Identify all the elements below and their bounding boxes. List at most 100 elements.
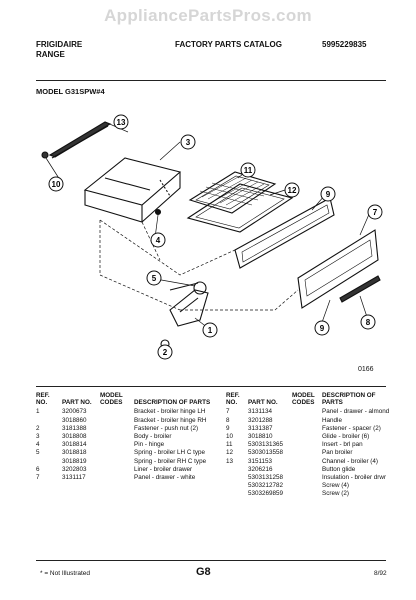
svg-text:9: 9 [326,190,331,199]
part-number-cell: 3131387 [248,424,273,432]
brand-block: FRIGIDAIRE RANGE [36,40,82,60]
description-cell: Pan broiler [322,449,353,457]
ref-cell: 8 [226,416,230,424]
broiler-pan-insert [188,171,277,214]
callout-12: 12 [284,182,300,198]
brand-name: FRIGIDAIRE [36,40,83,49]
callout-4: 4 [150,232,166,248]
broiler-channel [48,121,112,159]
svg-text:10: 10 [52,180,61,189]
description-cell: Bracket - broiler hinge LH [134,408,206,416]
hinge-pin [154,208,162,216]
diagram-code: 0166 [358,366,374,373]
callout-8: 8 [360,314,376,330]
part-number-cell: 3201288 [248,416,273,424]
model-number: MODEL G31SPW#4 [36,87,105,96]
model-codes-cell [292,458,322,466]
description-cell: Spring - broiler RH C type [134,457,207,465]
product-type: RANGE [36,50,65,59]
part-number-cell: 3018819 [62,457,87,465]
part-number-cell: 5303269859 [248,490,284,498]
ref-cell: 1 [36,408,40,416]
parts-table-right: REF. NO. PART NO. MODEL CODES DESCRIPTIO… [226,392,394,499]
part-number-cell: 3018818 [62,449,87,457]
assembly-lines [99,219,299,311]
model-codes-cell [292,490,322,498]
broiler-pan [186,183,294,233]
svg-text:9: 9 [320,324,325,333]
table-top-rule [36,386,386,387]
footer-rule [36,560,386,561]
callout-11: 11 [240,162,256,178]
ref-cell [226,474,248,482]
col-model-codes: MODEL CODES [292,392,315,407]
description-cell: Panel - drawer - almond [322,408,390,416]
callout-7: 7 [367,204,383,220]
broiler-glide [41,151,49,159]
callout-10: 10 [48,176,64,192]
model-codes-cell [292,441,322,449]
col-description: DESCRIPTION OF PARTS [322,392,376,407]
model-codes-cell [292,449,322,457]
svg-text:11: 11 [244,166,253,175]
model-codes-cell [100,433,134,441]
exploded-diagram: 1 2 3 4 5 9 7 8 [41,114,383,360]
table-header: REF. NO. PART NO. MODEL CODES DESCRIPTIO… [36,392,224,408]
col-part: PART NO. [62,399,92,407]
part-number-cell: 5303131365 [248,441,284,449]
callout-9: 9 [320,186,336,202]
leader-lines [45,121,371,352]
catalog-number: 5995229835 [322,40,367,49]
description-cell: Screw (4) [322,482,349,490]
ref-cell: 13 [226,457,234,465]
model-codes-cell [292,417,322,425]
table-header: REF. NO. PART NO. MODEL CODES DESCRIPTIO… [226,392,394,408]
svg-text:1: 1 [208,326,213,335]
svg-text:4: 4 [156,236,161,245]
model-codes-cell [100,458,134,466]
model-codes-cell [292,425,322,433]
model-codes-cell [292,408,322,416]
part-number-cell: 5303131258 [248,474,284,482]
watermark: AppliancePartsPros.com [104,6,312,25]
svg-text:8: 8 [366,318,371,327]
svg-text:2: 2 [163,348,168,357]
part-number-cell: 3200673 [62,408,87,416]
ref-cell: 9 [226,424,230,432]
model-codes-cell [100,449,134,457]
col-description: DESCRIPTION OF PARTS [134,399,211,407]
part-number-cell: 3206216 [248,465,273,473]
svg-text:3: 3 [186,138,191,147]
ref-cell [36,458,62,466]
broiler-body [83,157,182,223]
ref-cell: 3 [36,433,40,441]
part-number-cell: 3202803 [62,465,87,473]
table-row: 3018819 Spring - broiler RH C type [36,458,224,466]
model-codes-cell [292,466,322,474]
part-number-cell: 3151153 [248,457,273,465]
description-cell: Glide - broiler (6) [322,433,370,441]
model-codes-cell [100,441,134,449]
part-number-cell: 3018810 [248,433,273,441]
part-number-cell: 5303212782 [248,482,284,490]
ref-cell: 7 [226,408,230,416]
part-number-cell: 3018860 [62,416,87,424]
col-part: PART NO. [248,399,278,407]
callout-3: 3 [180,134,196,150]
description-cell: Liner - broiler drawer [134,465,193,473]
ref-cell: 4 [36,441,40,449]
